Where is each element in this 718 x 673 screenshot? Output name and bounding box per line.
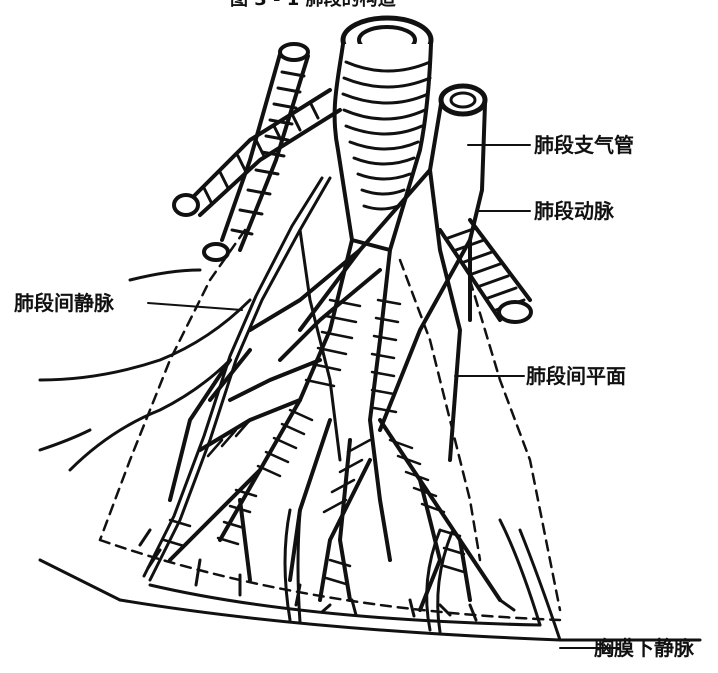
label-subpleural-vein: 胸膜下静脉 (594, 638, 694, 658)
main-bronchus (335, 18, 431, 250)
label-segmental-bronchus: 肺段支气管 (534, 135, 634, 155)
label-intersegmental-plane: 肺段间平面 (526, 366, 626, 386)
label-segmental-artery: 肺段动脉 (534, 201, 614, 221)
bronchiole-tips (140, 530, 514, 620)
label-intersegmental-vein: 肺段间静脉 (14, 293, 114, 313)
upper-left-bronchus (174, 44, 340, 260)
figure-caption-fragment: 图 3 - 1 肺段的构造 (230, 0, 396, 9)
